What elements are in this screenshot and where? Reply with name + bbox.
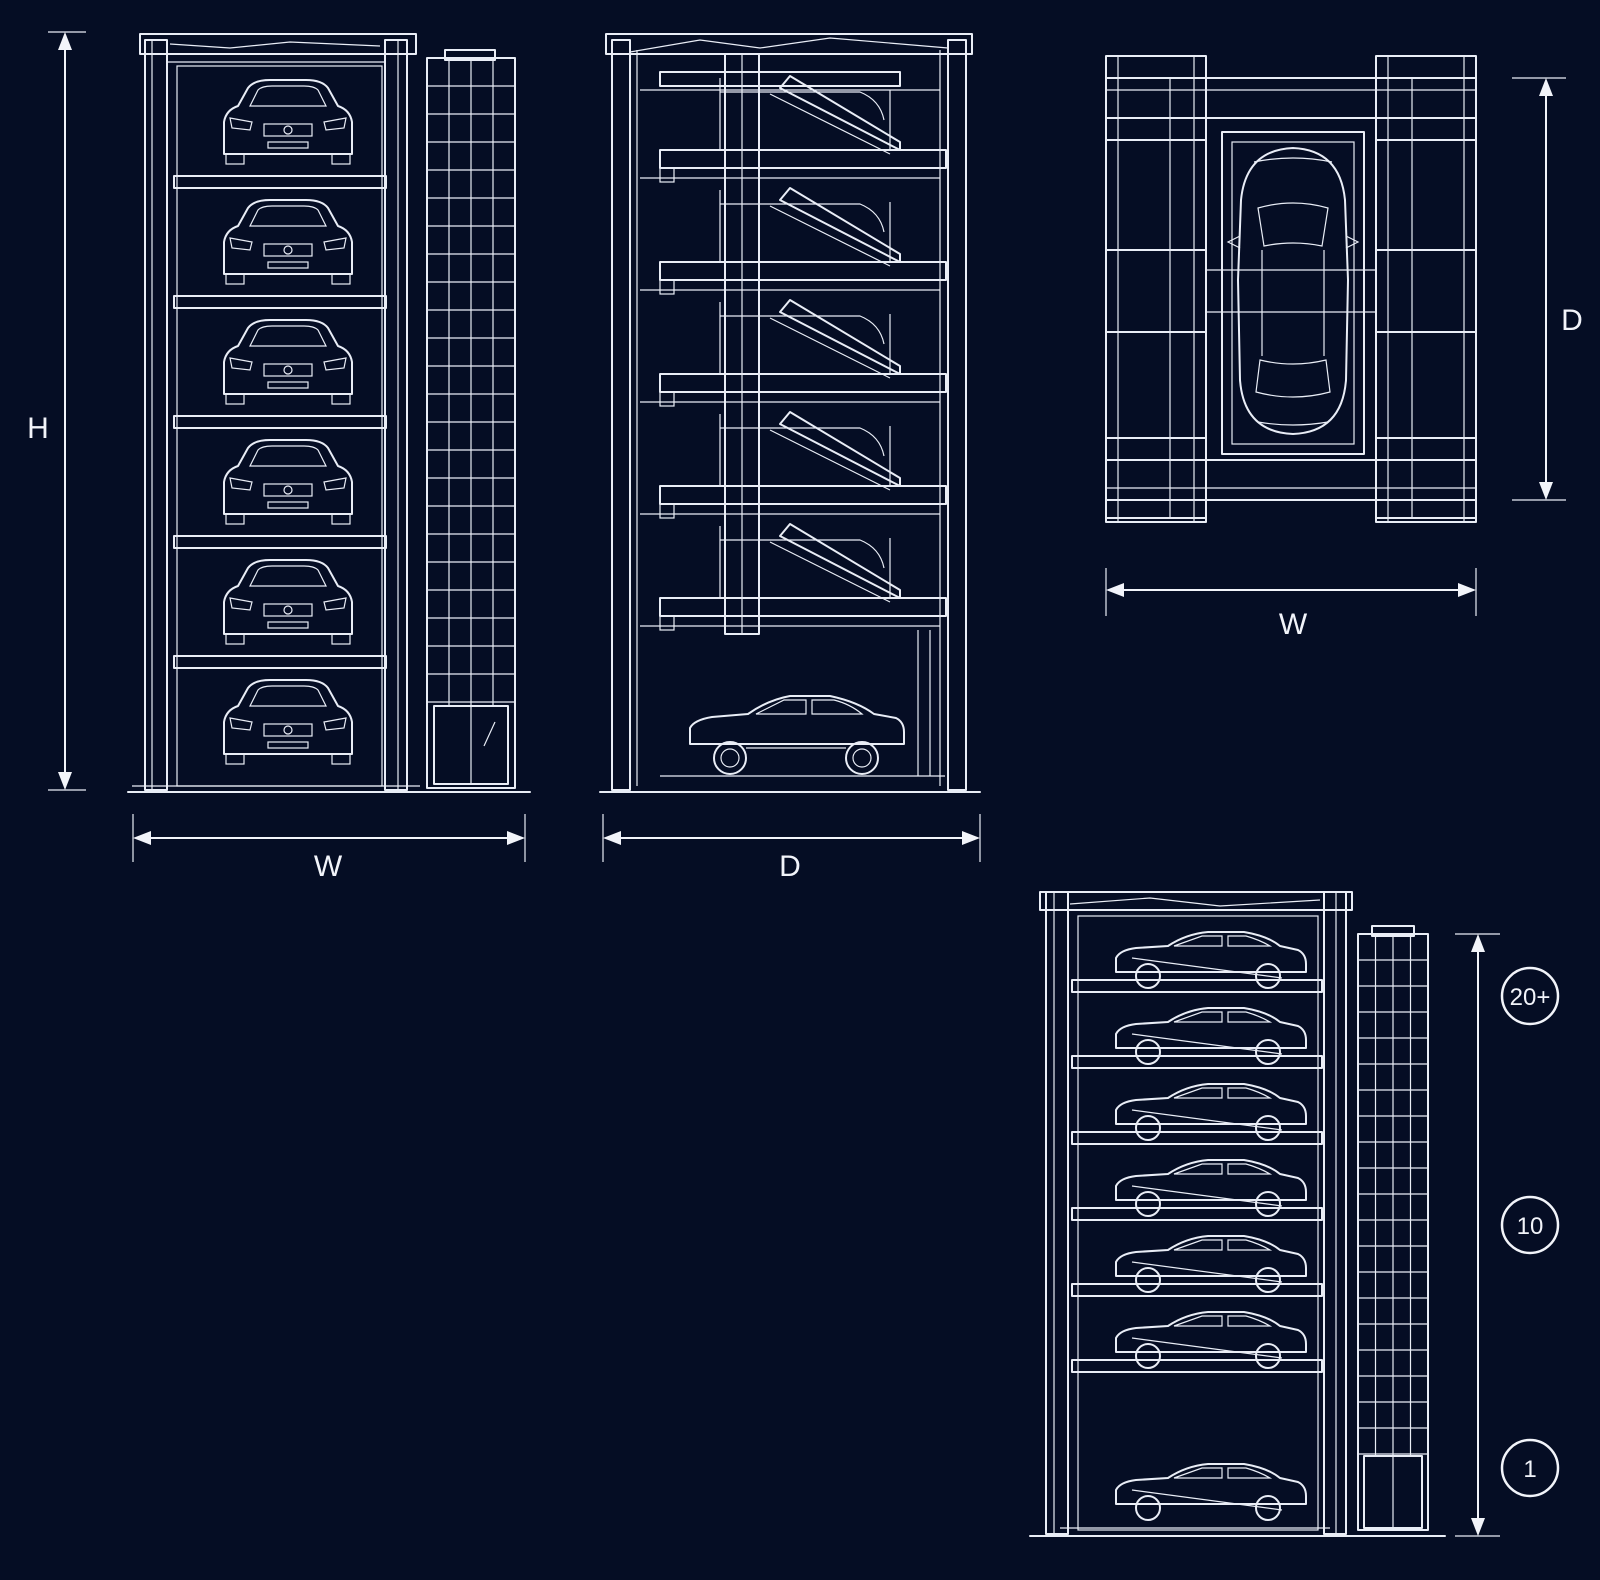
- side-floor: [640, 299, 947, 407]
- level-marker-label: 10: [1517, 1213, 1544, 1240]
- front-deck: [173, 175, 387, 189]
- front-car: [223, 79, 353, 165]
- front-view-cars: [223, 79, 353, 765]
- levels-deck: [1071, 1055, 1323, 1069]
- levels-view-frame: [1029, 891, 1446, 1537]
- levels-view-decks: [1071, 979, 1323, 1373]
- front-width-label: W: [314, 850, 343, 883]
- levels-view: 20+ 10 1: [1029, 891, 1560, 1537]
- side-floor: [640, 523, 947, 631]
- side-depth-label: D: [779, 850, 801, 883]
- levels-deck: [1071, 1207, 1323, 1221]
- levels-car: [1115, 931, 1307, 989]
- front-car: [223, 559, 353, 645]
- front-car: [223, 199, 353, 285]
- top-depth-dimension: D: [1512, 77, 1583, 501]
- front-width-dimension: W: [132, 814, 526, 883]
- level-markers: 20+ 10 1: [1500, 966, 1560, 1498]
- levels-deck: [1071, 1283, 1323, 1297]
- levels-car: [1115, 1235, 1307, 1293]
- top-view-car: [1226, 147, 1360, 435]
- front-view-elevator-shaft: [426, 49, 516, 789]
- height-label: H: [27, 412, 49, 445]
- side-floor: [640, 411, 947, 519]
- front-deck: [173, 655, 387, 669]
- top-width-dimension: W: [1105, 568, 1477, 641]
- levels-deck: [1071, 1359, 1323, 1373]
- top-width-label: W: [1279, 608, 1308, 641]
- front-car: [223, 679, 353, 765]
- level-marker: 1: [1500, 1438, 1560, 1498]
- level-marker: 20+: [1500, 966, 1560, 1026]
- side-floor: [640, 75, 947, 183]
- front-deck: [173, 415, 387, 429]
- front-car: [223, 439, 353, 525]
- levels-dimension: [1455, 933, 1500, 1537]
- side-view-floors: [640, 71, 947, 631]
- levels-deck: [1071, 979, 1323, 993]
- side-floor: [640, 187, 947, 295]
- levels-view-cars: [1115, 931, 1307, 1521]
- front-deck: [173, 295, 387, 309]
- depth-dimension: D: [602, 814, 981, 883]
- levels-car: [1115, 1083, 1307, 1141]
- levels-car: [1115, 1463, 1307, 1521]
- side-view-frame: [599, 33, 981, 793]
- side-view: D: [599, 33, 981, 883]
- front-deck: [173, 535, 387, 549]
- levels-car: [1115, 1159, 1307, 1217]
- front-car: [223, 319, 353, 405]
- levels-car: [1115, 1311, 1307, 1369]
- front-view-frame: [127, 33, 531, 793]
- levels-view-elevator-shaft: [1357, 925, 1429, 1531]
- levels-car: [1115, 1007, 1307, 1065]
- top-depth-label: D: [1561, 304, 1583, 337]
- front-view-decks: [173, 175, 387, 669]
- front-view: H W: [27, 31, 531, 883]
- level-marker-label: 20+: [1510, 984, 1551, 1011]
- levels-deck: [1071, 1131, 1323, 1145]
- side-view-ground-car: [689, 695, 905, 775]
- level-marker-label: 1: [1523, 1456, 1536, 1483]
- top-view-frame: [1105, 55, 1477, 523]
- height-dimension: H: [27, 31, 86, 791]
- level-marker: 10: [1500, 1195, 1560, 1255]
- top-view: D W: [1105, 55, 1583, 641]
